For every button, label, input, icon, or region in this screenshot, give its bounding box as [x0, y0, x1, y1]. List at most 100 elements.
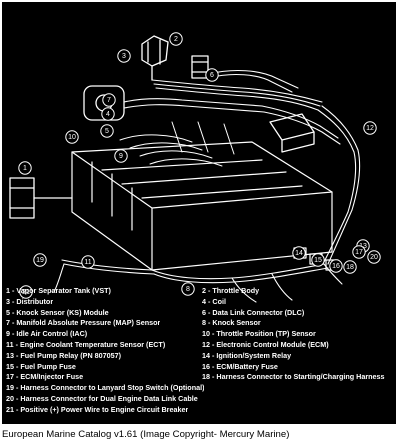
callout-10: 10 — [65, 130, 79, 144]
legend-item: 15 - Fuel Pump Fuse — [6, 361, 76, 371]
callout-circle — [352, 245, 366, 259]
legend-item: 17 - ECM/Injector Fuse — [6, 372, 84, 382]
callout-number: 2 — [174, 36, 178, 43]
callout-number: 6 — [210, 72, 214, 79]
legend-row: 9 - Idle Air Control (IAC)10 - Throttle … — [6, 329, 394, 340]
callout-3: 3 — [117, 49, 131, 63]
legend-row: 21 - Positive (+) Power Wire to Engine C… — [6, 405, 394, 416]
callout-number: 15 — [314, 257, 322, 264]
ecm-drawing — [269, 113, 315, 153]
callout-number: 5 — [105, 128, 109, 135]
legend-item: 13 - Fuel Pump Relay (PN 807057) — [6, 350, 122, 360]
callout-number: 7 — [107, 97, 111, 104]
callout-number: 12 — [366, 125, 374, 132]
callout-1: 1 — [18, 161, 32, 175]
legend-row: 19 - Harness Connector to Lanyard Stop S… — [6, 383, 394, 394]
callout-circle — [114, 149, 128, 163]
callout-circle — [100, 124, 114, 138]
callout-7: 7 — [102, 93, 116, 107]
callout-number: 4 — [106, 111, 110, 118]
callout-21: 21 — [19, 285, 33, 299]
legend-row: 13 - Fuel Pump Relay (PN 807057) 14 - Ign… — [6, 351, 394, 362]
callout-circle — [363, 121, 377, 135]
callout-11: 11 — [81, 255, 95, 269]
callout-6: 6 — [205, 68, 219, 82]
callout-circle — [329, 259, 343, 273]
callout-circle — [19, 285, 33, 299]
callout-8: 8 — [181, 282, 195, 296]
callout-number: 18 — [346, 264, 354, 271]
callout-circle — [33, 253, 47, 267]
legend-item: 18 - Harness Connector to Starting/Charg… — [202, 372, 385, 382]
callout-14: 14 — [292, 246, 306, 260]
callout-number: 1 — [23, 165, 27, 172]
callout-circle — [65, 130, 79, 144]
legend-item: 5 - Knock Sensor (KS) Module — [6, 307, 109, 317]
callout-9: 9 — [114, 149, 128, 163]
callout-4: 4 — [101, 107, 115, 121]
lower-harness — [53, 259, 343, 303]
callout-number: 13 — [359, 243, 367, 250]
legend-row: 20 - Harness Connector for Dual Engine D… — [6, 394, 394, 405]
callout-2: 2 — [169, 32, 183, 46]
callout-number: 10 — [68, 134, 76, 141]
callout-number: 21 — [22, 289, 30, 296]
legend-item: 4 - Coil — [202, 296, 226, 306]
callout-circle — [311, 253, 325, 267]
callout-number: 11 — [84, 259, 91, 266]
callout-circle — [117, 49, 131, 63]
image-caption: European Marine Catalog v1.61 (Image Cop… — [2, 429, 290, 440]
callout-circle — [101, 107, 115, 121]
legend-row: 7 - Manifold Absolute Pressure (MAP) Sen… — [6, 318, 394, 329]
legend-item: 3 - Distributor — [6, 296, 54, 306]
legend-item: 8 - Knock Sensor — [202, 318, 261, 328]
callout-number: 17 — [355, 249, 363, 256]
legend-row: 11 - Engine Coolant Temperature Sensor (… — [6, 340, 394, 351]
legend-row: 3 - Distributor 4 - Coil — [6, 297, 394, 308]
callout-circle — [18, 161, 32, 175]
engine-wiring-illustration — [9, 35, 361, 303]
callout-number: 8 — [186, 286, 190, 293]
legend-row: 1 - Vapor Separator Tank (VST)2 - Thrott… — [6, 286, 394, 297]
vapor-separator-tank-drawing — [9, 177, 73, 219]
callout-circle — [169, 32, 183, 46]
callout-circle — [102, 93, 116, 107]
legend-item: 7 - Manifold Absolute Pressure (MAP) Sen… — [6, 318, 161, 328]
callout-19: 19 — [33, 253, 47, 267]
legend-item: 21 - Positive (+) Power Wire to Engine C… — [6, 404, 189, 414]
legend-item: 16 - ECM/Battery Fuse — [202, 361, 278, 371]
callout-5: 5 — [100, 124, 114, 138]
distributor-drawing — [141, 35, 169, 81]
legend-item: 19 - Harness Connector to Lanyard Stop S… — [6, 383, 205, 393]
callout-number: 19 — [36, 257, 44, 264]
callout-circle — [292, 246, 306, 260]
callout-number: 20 — [370, 254, 378, 261]
callout-number: 14 — [295, 250, 303, 257]
callout-16: 16 — [329, 259, 343, 273]
plug-wire-bundle — [119, 121, 235, 167]
legend-row: 5 - Knock Sensor (KS) Module 6 - Data Lin… — [6, 308, 394, 319]
legend-item: 6 - Data Link Connector (DLC) — [202, 307, 305, 317]
callout-circle — [205, 68, 219, 82]
callout-18: 18 — [343, 260, 357, 274]
legend-item: 12 - Electronic Control Module (ECM) — [202, 340, 329, 349]
callout-17: 17 — [352, 245, 366, 259]
legend-item: 11 - Engine Coolant Temperature Sensor (… — [6, 340, 166, 349]
callout-number: 9 — [119, 153, 123, 160]
coil-drawing — [191, 55, 209, 79]
callout-circle — [181, 282, 195, 296]
legend-row: 15 - Fuel Pump Fuse 16 - ECM/Battery Fuse — [6, 362, 394, 373]
legend-row: 17 - ECM/Injector Fuse 18 - Harness Conne… — [6, 372, 394, 383]
callout-circle — [343, 260, 357, 274]
callout-12: 12 — [363, 121, 377, 135]
legend-item: 20 - Harness Connector for Dual Engine D… — [6, 394, 198, 403]
legend-item: 14 - Ignition/System Relay — [202, 350, 292, 360]
callout-15: 15 — [311, 253, 325, 267]
callout-20: 20 — [367, 250, 381, 264]
callout-number: 16 — [332, 263, 340, 270]
callout-circle — [81, 255, 95, 269]
legend-item: 2 - Throttle Body — [202, 286, 260, 295]
callout-number: 3 — [122, 53, 126, 60]
